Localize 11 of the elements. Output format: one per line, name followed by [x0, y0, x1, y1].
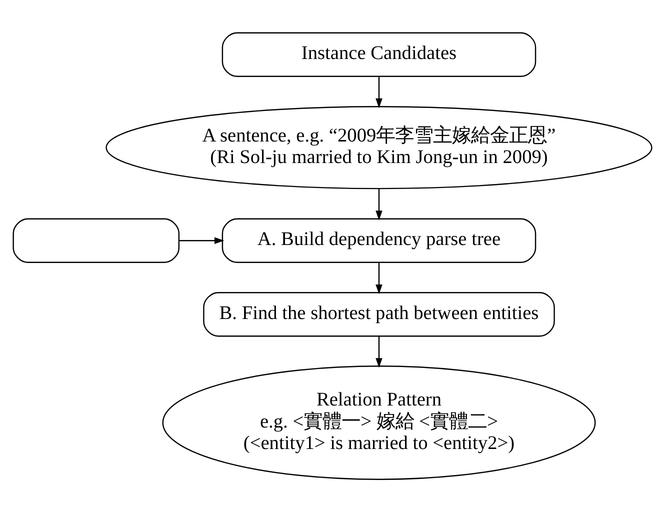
arrow	[376, 336, 382, 368]
node-box: B. Find the shortest path between entities	[203, 291, 555, 336]
node-box	[12, 218, 180, 262]
arrow	[376, 262, 382, 294]
arrow	[376, 76, 382, 108]
arrow	[179, 236, 224, 244]
node-box: Instance Candidates	[222, 32, 536, 76]
node-ellipse: Relation Pattern e.g. <實體一> 嫁給 <實體二> (<entity1> is married to <entity2>)	[162, 365, 596, 480]
node-ellipse: A sentence, e.g. “2009年李雪主嫁給金正恩” (Ri Sol-ju married to Kim Jong-un in 2009)	[106, 106, 652, 189]
node-box: A. Build dependency parse tree	[222, 218, 536, 262]
arrow	[376, 188, 382, 220]
